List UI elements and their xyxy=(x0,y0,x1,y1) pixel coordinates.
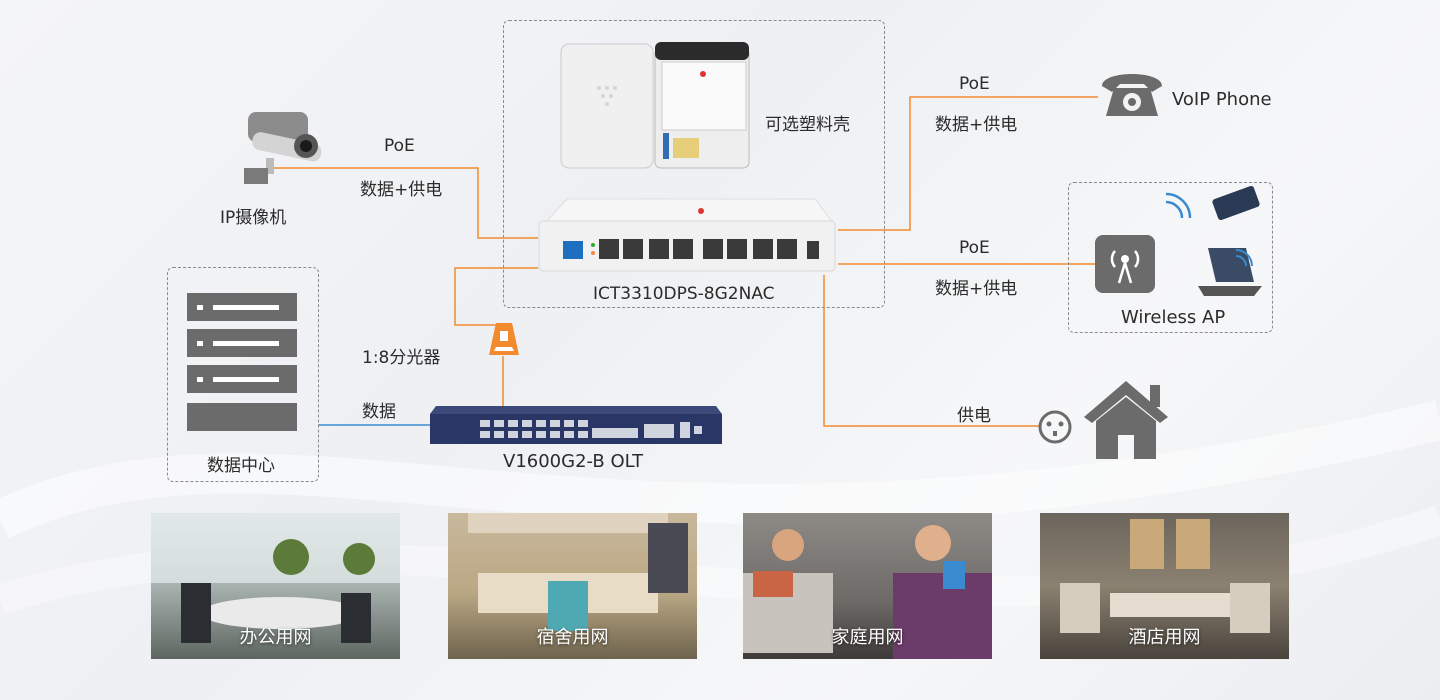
camera-poe-label: PoE xyxy=(384,136,415,156)
olt-label: V1600G2-B OLT xyxy=(503,451,644,472)
ap-poe-label: PoE xyxy=(959,238,990,258)
switch-model-label: ICT3310DPS-8G2NAC xyxy=(593,284,775,304)
switch-group-box xyxy=(503,20,885,308)
data-label: 数据 xyxy=(362,402,396,422)
camera-power-label: 数据+供电 xyxy=(360,180,443,200)
wireless-ap-label: Wireless AP xyxy=(1121,307,1226,328)
splitter-icon xyxy=(489,323,519,355)
wireless-devices-icon xyxy=(1165,186,1262,296)
scene-home-photo: 家庭用网 xyxy=(743,513,992,659)
scene-caption: 办公用网 xyxy=(239,627,312,648)
plastic-enclosure-image xyxy=(560,42,750,169)
home-icon xyxy=(1084,381,1168,459)
power-label: 供电 xyxy=(957,406,991,426)
splitter-label: 1:8分光器 xyxy=(362,348,441,368)
ap-power-label: 数据+供电 xyxy=(935,279,1018,299)
ip-camera-label: IP摄像机 xyxy=(220,208,287,228)
scene-dorm-photo: 宿舍用网 xyxy=(448,513,697,659)
voip-poe-label: PoE xyxy=(959,74,990,94)
power-outlet-icon xyxy=(1038,410,1072,444)
voip-power-label: 数据+供电 xyxy=(935,115,1018,135)
olt-device xyxy=(430,406,722,444)
scene-caption: 宿舍用网 xyxy=(536,627,609,648)
datacenter-label: 数据中心 xyxy=(207,456,275,476)
server-rack-icon xyxy=(187,293,297,431)
datacenter-box xyxy=(167,267,319,482)
enclosure-label: 可选塑料壳 xyxy=(765,115,850,135)
wireless-ap-box xyxy=(1068,182,1273,333)
scene-caption: 酒店用网 xyxy=(1128,627,1201,648)
scene-office-photo: 办公用网 xyxy=(151,513,400,659)
ont-switch-device xyxy=(538,198,836,272)
ip-camera-icon xyxy=(244,112,322,184)
wireless-ap-icon xyxy=(1095,235,1155,293)
voip-phone-icon xyxy=(1102,74,1162,116)
scene-caption: 家庭用网 xyxy=(831,627,904,648)
voip-label: VoIP Phone xyxy=(1172,89,1272,110)
scene-hotel-photo: 酒店用网 xyxy=(1040,513,1289,659)
